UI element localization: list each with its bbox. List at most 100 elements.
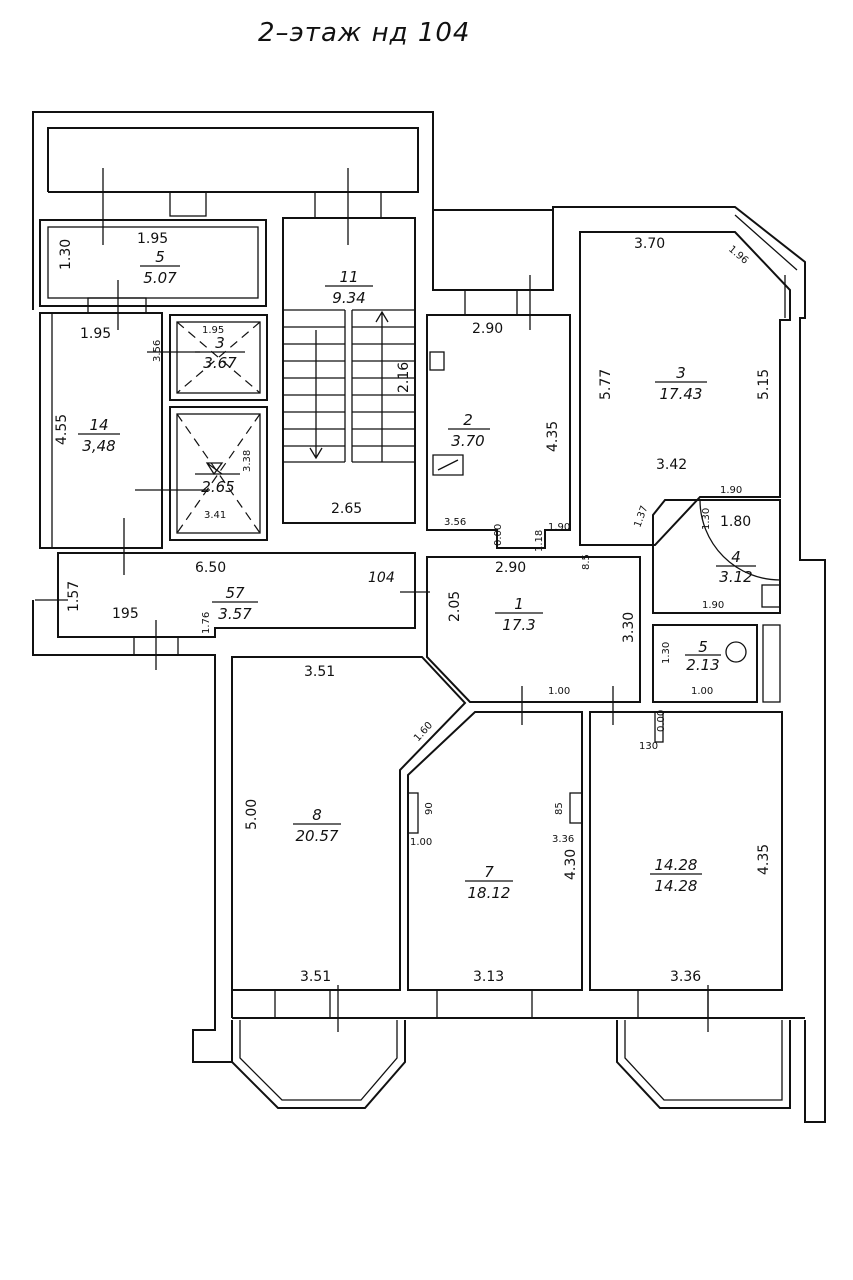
dimension-label: 1.95 — [202, 325, 224, 336]
dimension-label: 5.00 — [244, 799, 260, 830]
plan-line — [32, 111, 434, 310]
plan-line — [375, 310, 389, 462]
dimension-label: 14 — [89, 416, 108, 434]
dimension-label: 2.13 — [686, 656, 719, 674]
dimension-label: 3.30 — [621, 612, 637, 643]
plan-line — [283, 309, 345, 463]
dimension-label: 14.28 — [655, 877, 698, 895]
dimension-label: 1.95 — [137, 231, 168, 247]
plan-line — [652, 624, 758, 703]
plan-line — [176, 321, 261, 394]
plan-line — [725, 641, 747, 663]
plan-line — [407, 792, 419, 834]
room-2-label: 23.70 — [448, 411, 490, 450]
dimensions: 1.95 1.30 1.95 4.55 1.95 3.56 3.38 3.41 … — [54, 231, 772, 985]
dimension-label: 1.96 — [726, 244, 750, 267]
dimension-label: 4.35 — [545, 421, 561, 452]
plan-line — [57, 552, 416, 638]
dimension-label: 3.36 — [670, 969, 701, 985]
plan-line — [47, 226, 259, 299]
plan-line — [176, 413, 261, 534]
plan-line — [699, 499, 781, 581]
plan-line — [734, 214, 798, 318]
dimension-label: 1.30 — [701, 508, 712, 530]
dimension-label: 8.5 — [581, 554, 592, 570]
dimension-label: 4 — [731, 548, 741, 566]
dimension-label: 8 — [312, 806, 322, 824]
dimension-label: 2.90 — [472, 321, 503, 337]
dimension-label: 2.65 — [331, 501, 362, 517]
plan-line — [32, 600, 232, 1063]
dimension-label: 5.07 — [143, 269, 177, 287]
plan-line — [344, 310, 353, 462]
plan-line — [616, 1020, 791, 1109]
dimension-label: 3 — [676, 364, 686, 382]
dimension-label: 1.90 — [702, 600, 724, 611]
plan-line — [429, 351, 445, 371]
plan-line — [464, 289, 518, 316]
dimension-label: 3.67 — [203, 354, 237, 372]
room-4-label: 43.12 — [716, 548, 756, 586]
stair-steps — [283, 309, 415, 463]
plan-line — [652, 499, 781, 614]
plan-line — [169, 191, 207, 217]
plan-line — [35, 168, 709, 1032]
plan-line — [231, 990, 805, 1019]
plan-line — [589, 711, 783, 991]
dimension-label: 1.00 — [410, 837, 432, 848]
dimension-label: 1.95 — [80, 326, 111, 342]
plan-line — [432, 209, 554, 291]
walls — [32, 111, 826, 1123]
elevator-icon — [205, 462, 224, 476]
dimension-label: 3.56 — [444, 517, 466, 528]
plan-line — [231, 656, 467, 991]
dimension-label: 5 — [155, 248, 165, 266]
dimension-label: 3.42 — [656, 457, 687, 473]
plan-line — [39, 219, 267, 307]
dimension-label: 2.16 — [396, 362, 412, 393]
dimension-label: 1.30 — [58, 239, 74, 270]
dimension-label: 85 — [554, 802, 565, 815]
room-3-shaft-label: 33.67 — [195, 334, 245, 372]
dimension-label: 3.41 — [204, 510, 226, 521]
dimension-label: 5 — [698, 638, 708, 656]
dimension-label: 9.34 — [332, 289, 365, 307]
dimension-label: 4.55 — [54, 414, 70, 445]
dimension-label: 2 — [463, 411, 473, 429]
plan-line — [426, 556, 641, 703]
dimension-label: 4.30 — [563, 849, 579, 880]
plan-line — [274, 989, 331, 1019]
room-7-label: 718.12 — [465, 863, 513, 902]
dimension-label: 18.12 — [468, 884, 511, 902]
room-1-label: 117.3 — [495, 595, 543, 634]
dimension-label: 1.00 — [548, 686, 570, 697]
dimension-label: 2.90 — [495, 560, 526, 576]
room-11-label: 119.34 — [325, 268, 373, 307]
dimension-label: 0.00 — [493, 524, 504, 546]
dimension-label: 1.60 — [412, 720, 435, 744]
room-3-label: 317.43 — [655, 364, 707, 403]
plan-line — [654, 711, 664, 743]
dimension-label: 1.90 — [720, 485, 742, 496]
dimension-label: 3.56 — [152, 340, 163, 362]
dimension-label: 3.38 — [242, 450, 253, 472]
dimension-label: 1.57 — [66, 581, 82, 612]
dimension-label: 2.05 — [447, 591, 463, 622]
dimension-label: 3 — [215, 334, 225, 352]
plan-title: 2–этаж нд 104 — [258, 18, 471, 48]
dimension-label: 5.77 — [598, 369, 614, 400]
dimension-label: 1 — [514, 595, 524, 613]
dimension-label: 3.51 — [300, 969, 331, 985]
plan-line — [352, 309, 415, 463]
plan-line — [426, 314, 571, 549]
plan-line — [637, 989, 709, 1019]
room-5-label: 55.07 — [140, 248, 180, 287]
plan-line — [624, 1020, 783, 1101]
dimension-label: 17.3 — [502, 616, 535, 634]
dimension-label: 3.51 — [304, 664, 335, 680]
dimension-label: 195 — [112, 606, 139, 622]
dimension-label: 0.00 — [656, 710, 667, 732]
room-8-label: 820.57 — [293, 806, 341, 845]
